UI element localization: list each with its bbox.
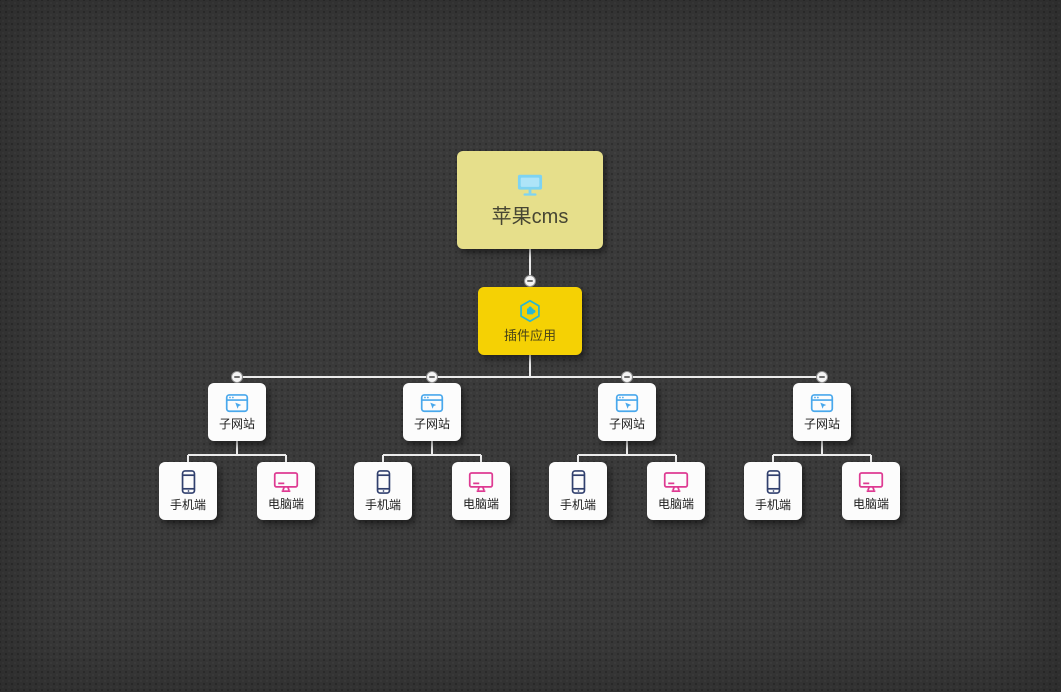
node-subsite-4[interactable]: 子网站 — [793, 383, 851, 441]
minus-icon — [819, 376, 825, 378]
plugin-hexagon-icon — [520, 299, 540, 322]
collapse-handle-plugin[interactable] — [524, 275, 536, 287]
node-desktop-3[interactable]: 电脑端 — [647, 462, 705, 520]
collapse-handle-subsite-4[interactable] — [816, 371, 828, 383]
node-plugin[interactable]: 插件应用 — [478, 287, 582, 355]
desktop-monitor-icon — [858, 471, 884, 492]
minus-icon — [234, 376, 240, 378]
node-mobile-3[interactable]: 手机端 — [549, 462, 607, 520]
node-mobile-label: 手机端 — [364, 498, 401, 513]
desktop-monitor-icon — [273, 471, 299, 492]
node-subsite-2[interactable]: 子网站 — [403, 383, 461, 441]
minus-icon — [429, 376, 435, 378]
smartphone-icon — [571, 470, 585, 495]
desktop-monitor-icon — [468, 471, 494, 492]
collapse-handle-subsite-3[interactable] — [621, 371, 633, 383]
node-mobile-label: 手机端 — [169, 498, 206, 513]
smartphone-icon — [181, 470, 195, 495]
node-subsite-label: 子网站 — [803, 416, 840, 431]
node-mobile-2[interactable]: 手机端 — [354, 462, 412, 520]
node-subsite-3[interactable]: 子网站 — [598, 383, 656, 441]
node-desktop-4[interactable]: 电脑端 — [842, 462, 900, 520]
node-plugin-label: 插件应用 — [503, 327, 556, 343]
node-mobile-label: 手机端 — [559, 498, 596, 513]
node-desktop-1[interactable]: 电脑端 — [257, 462, 315, 520]
node-subsite-label: 子网站 — [218, 416, 255, 431]
node-desktop-2[interactable]: 电脑端 — [452, 462, 510, 520]
node-root[interactable]: 苹果cms — [457, 151, 603, 249]
minus-icon — [624, 376, 630, 378]
collapse-handle-subsite-1[interactable] — [231, 371, 243, 383]
node-mobile-label: 手机端 — [754, 498, 791, 513]
smartphone-icon — [766, 470, 780, 495]
node-desktop-label: 电脑端 — [852, 496, 889, 511]
node-mobile-4[interactable]: 手机端 — [744, 462, 802, 520]
smartphone-icon — [376, 470, 390, 495]
desktop-monitor-icon — [663, 471, 689, 492]
collapse-handle-subsite-2[interactable] — [426, 371, 438, 383]
node-subsite-1[interactable]: 子网站 — [208, 383, 266, 441]
node-subsite-label: 子网站 — [608, 416, 645, 431]
node-subsite-label: 子网站 — [413, 416, 450, 431]
browser-window-icon — [225, 393, 249, 412]
browser-window-icon — [420, 393, 444, 412]
node-desktop-label: 电脑端 — [267, 496, 304, 511]
browser-window-icon — [615, 393, 639, 412]
browser-window-icon — [810, 393, 834, 412]
monitor-icon — [517, 174, 543, 196]
node-desktop-label: 电脑端 — [462, 496, 499, 511]
node-root-label: 苹果cms — [491, 205, 569, 228]
minus-icon — [527, 280, 533, 282]
node-desktop-label: 电脑端 — [657, 496, 694, 511]
node-mobile-1[interactable]: 手机端 — [159, 462, 217, 520]
